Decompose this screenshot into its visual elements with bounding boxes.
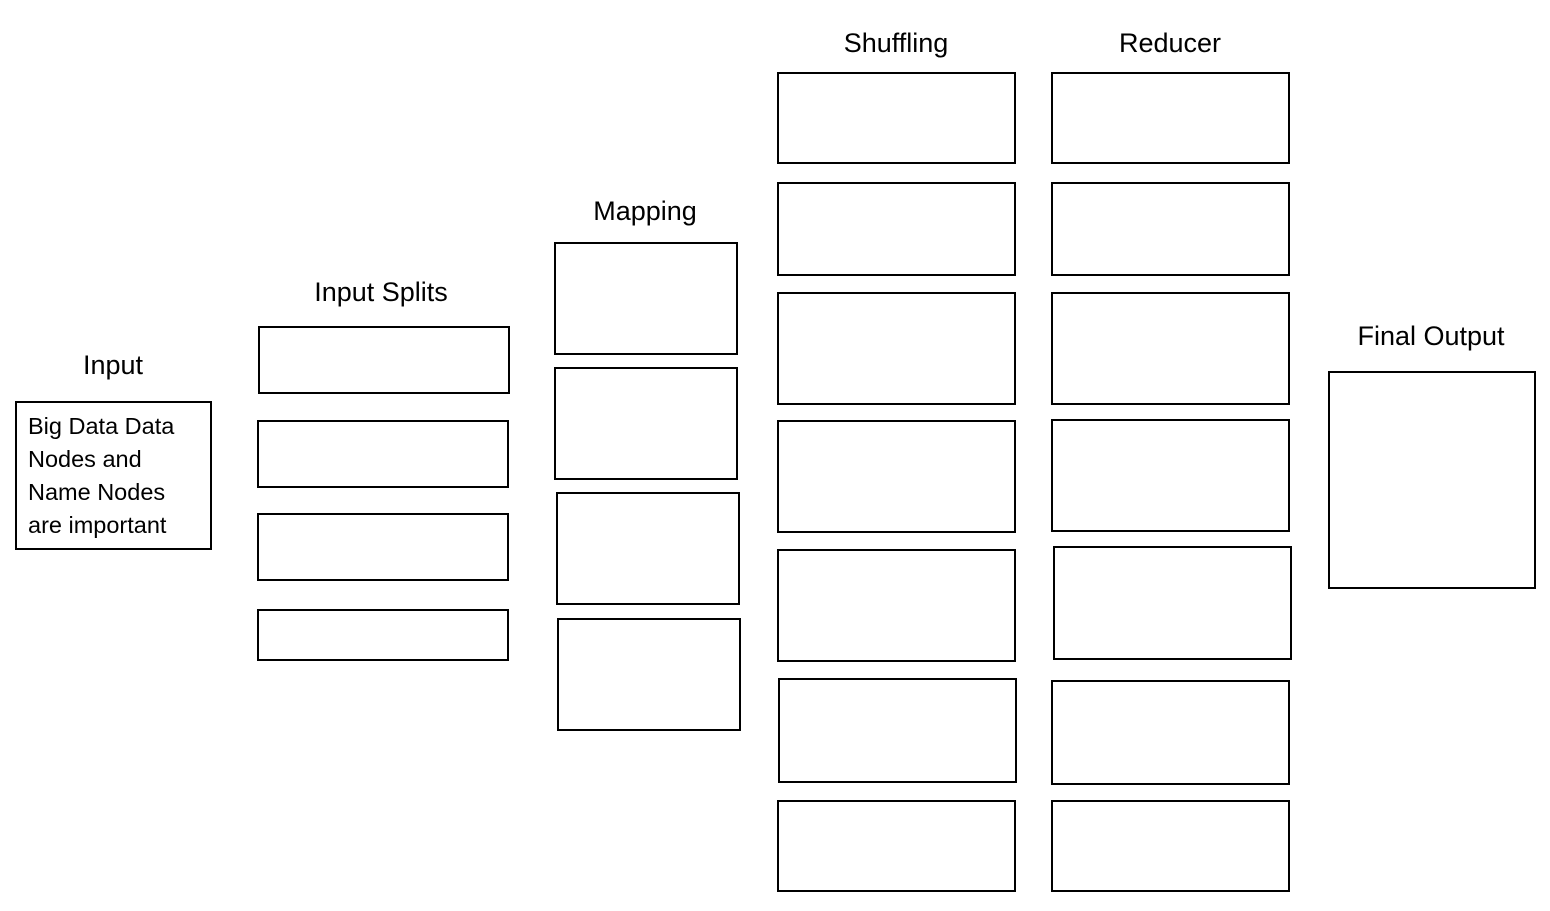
- heading-input-splits: Input Splits: [314, 277, 448, 307]
- final-output-box: [1328, 371, 1536, 589]
- reducer-box: [1051, 182, 1290, 276]
- mapping-box: [557, 618, 741, 731]
- input-text-line: are important: [28, 512, 167, 538]
- input-split-box: [257, 420, 509, 488]
- shuffling-box: [777, 800, 1016, 892]
- input-text-line: Nodes and: [28, 446, 142, 472]
- input-text: Big Data Data Nodes and Name Nodes are i…: [28, 410, 174, 542]
- shuffling-box: [778, 678, 1017, 783]
- input-text-line: Name Nodes: [28, 479, 166, 505]
- input-split-box: [257, 609, 509, 661]
- reducer-box: [1051, 292, 1290, 405]
- input-split-box: [257, 513, 509, 581]
- heading-mapping: Mapping: [593, 196, 697, 226]
- shuffling-box: [777, 182, 1016, 276]
- shuffling-box: [777, 292, 1016, 405]
- reducer-box: [1051, 680, 1290, 785]
- mapping-box: [554, 367, 738, 480]
- input-text-line: Big Data Data: [28, 413, 175, 439]
- reducer-box: [1053, 546, 1292, 660]
- shuffling-box: [777, 72, 1016, 164]
- input-split-box: [258, 326, 510, 394]
- mapping-box: [554, 242, 738, 355]
- mapping-box: [556, 492, 740, 605]
- reducer-box: [1051, 72, 1290, 164]
- input-box: Big Data Data Nodes and Name Nodes are i…: [15, 401, 212, 550]
- heading-reducer: Reducer: [1118, 28, 1222, 58]
- heading-final-output: Final Output: [1357, 321, 1505, 351]
- shuffling-box: [777, 420, 1016, 533]
- heading-shuffling: Shuffling: [843, 28, 949, 58]
- heading-input: Input: [82, 350, 144, 380]
- reducer-box: [1051, 419, 1290, 532]
- reducer-box: [1051, 800, 1290, 892]
- shuffling-box: [777, 549, 1016, 662]
